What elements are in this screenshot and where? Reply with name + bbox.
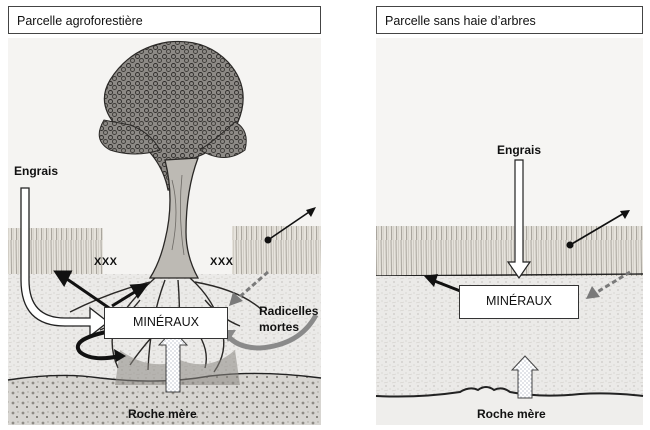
right-crop-strip: [376, 226, 643, 276]
dead-roots-label-line2: mortes: [259, 320, 300, 334]
right-panel-illustration: [375, 38, 644, 425]
left-panel-illustration: [7, 38, 322, 425]
left-cycle-arrow: [75, 330, 121, 361]
right-minerals-box: MINÉRAUX: [459, 285, 579, 319]
dead-roots-label-line1: Radicelles: [259, 304, 319, 318]
right-bedrock: [376, 388, 643, 425]
left-fertilizer-label: Engrais: [14, 164, 59, 178]
left-marker-right: XXX: [210, 256, 234, 268]
dead-roots-arrow: [226, 313, 319, 351]
left-crop-strip-right: [232, 226, 321, 274]
left-minerals-box: MINÉRAUX: [104, 307, 228, 339]
right-fertilizer-arrow: [506, 159, 532, 280]
right-bedrock-label: Roche mère: [477, 407, 546, 421]
dead-roots-label: Radicelles mortes: [259, 303, 318, 335]
tree-trunk: [148, 157, 200, 279]
left-dashed-arrow: [229, 270, 269, 306]
left-marker-left: XXX: [94, 256, 118, 268]
right-bedrock-arrow: [510, 355, 540, 399]
right-dashed-arrow: [586, 270, 631, 299]
right-fertilizer-label: Engrais: [497, 143, 542, 157]
right-panel-title: Parcelle sans haie d’arbres: [376, 6, 643, 34]
left-bedrock: [8, 373, 321, 425]
left-uptake-arrows: [53, 270, 150, 312]
left-bedrock-label: Roche mère: [128, 407, 197, 421]
left-panel-title: Parcelle agroforestière: [8, 6, 321, 34]
